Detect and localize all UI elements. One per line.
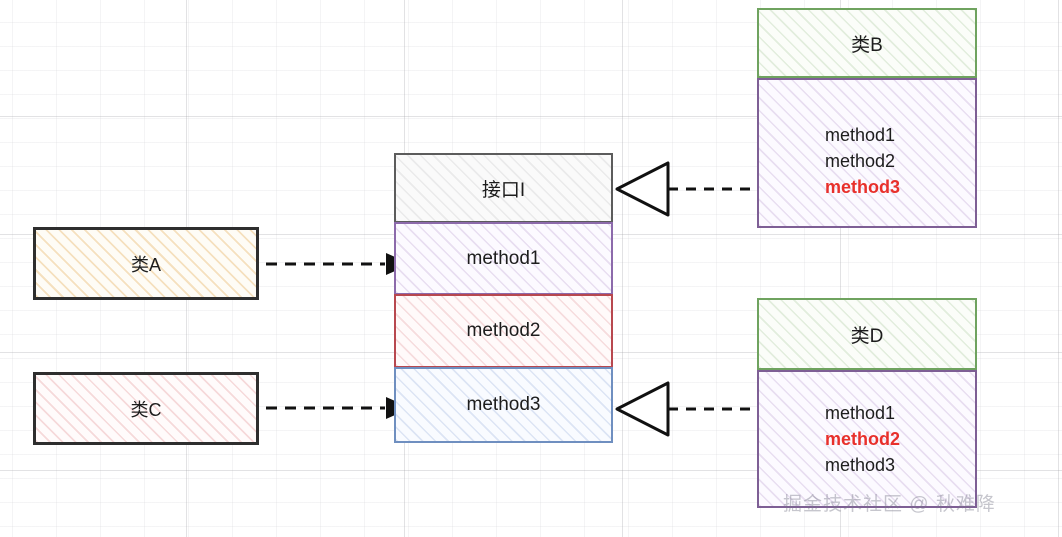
interface-method-method3: method3 <box>394 367 613 443</box>
interface-method-method2: method2 <box>394 294 613 368</box>
class-box-a: 类A <box>33 227 259 300</box>
class-b-method-3-highlighted: method3 <box>825 177 901 197</box>
interface-header: 接口I <box>394 153 613 223</box>
class-b-method-list: method1 method2 method3 <box>825 122 975 200</box>
connector-class-a-to-method1 <box>266 253 411 275</box>
class-d-method-1: method1 <box>825 403 896 423</box>
interface-name: 接口I <box>481 179 526 201</box>
class-d-method-2-highlighted: method2 <box>825 429 901 449</box>
class-d-body: method1 method2 method3 <box>757 370 977 508</box>
interface-method-label: method2 <box>466 320 541 341</box>
class-d-method-list: method1 method2 method3 <box>825 400 975 478</box>
connector-class-c-to-method3 <box>266 397 411 419</box>
class-b-header: 类B <box>757 8 977 78</box>
watermark-text: 掘金技术社区 @ 秋难降 <box>783 494 996 515</box>
class-box-c: 类C <box>33 372 259 445</box>
class-b-body: method1 method2 method3 <box>757 78 977 228</box>
connector-class-d-to-method3 <box>615 381 753 437</box>
interface-method-label: method3 <box>466 394 541 415</box>
class-b-method-1: method1 <box>825 125 896 145</box>
class-b-method-2: method2 <box>825 151 896 171</box>
class-d-header: 类D <box>757 298 977 370</box>
interface-method-method1: method1 <box>394 222 613 295</box>
class-d-method-3: method3 <box>825 455 896 475</box>
connector-class-b-to-interface <box>615 161 753 217</box>
class-d-name: 类D <box>850 325 884 347</box>
class-b-name: 类B <box>851 34 883 56</box>
class-c-name: 类C <box>130 399 162 420</box>
class-a-name: 类A <box>130 254 161 275</box>
interface-method-label: method1 <box>466 247 541 269</box>
